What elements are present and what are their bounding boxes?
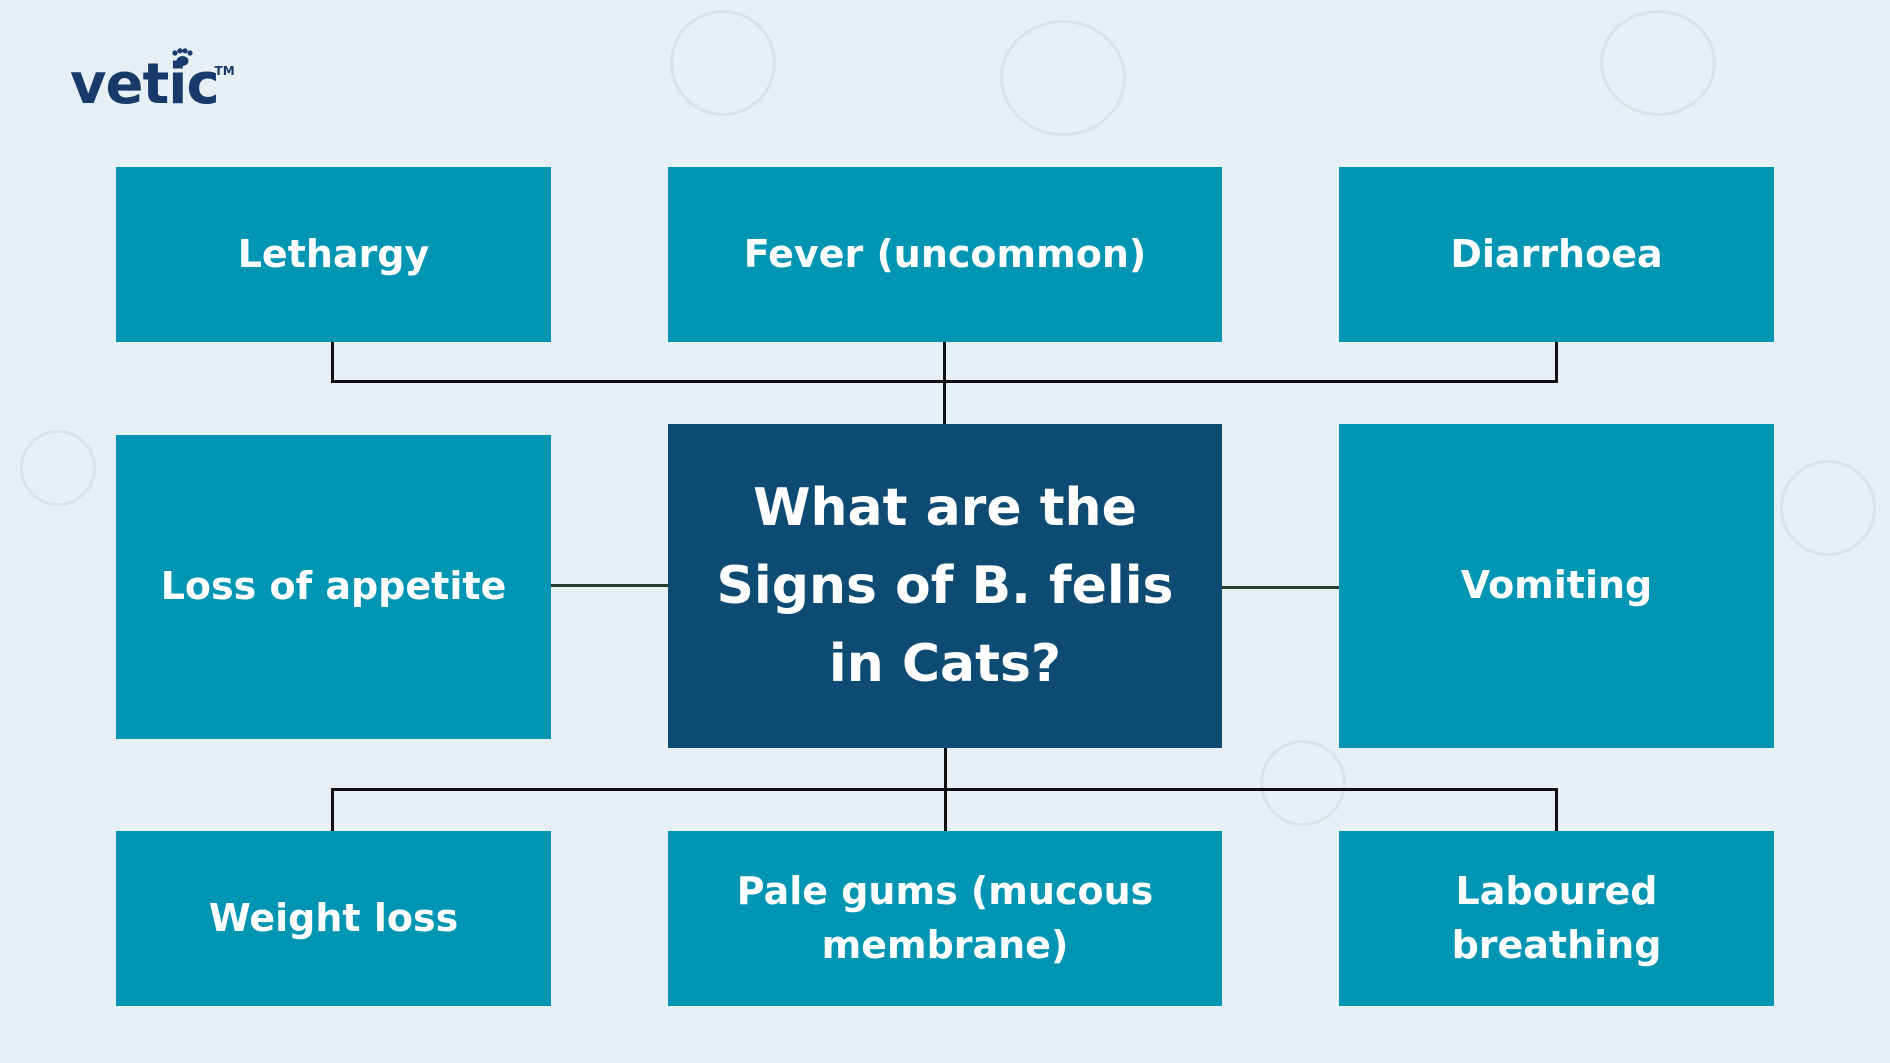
sign-label: Pale gums (mucous membrane) <box>736 869 1154 967</box>
sign-label: Diarrhoea <box>1450 231 1663 276</box>
vetic-logo: vetic TM <box>70 48 235 117</box>
sign-box-weight-loss: Weight loss <box>116 831 551 1006</box>
sign-label: Weight loss <box>208 895 459 940</box>
background-doodle <box>1600 10 1716 116</box>
connector-line <box>551 584 668 587</box>
sign-box-vomiting: Vomiting <box>1339 424 1774 748</box>
connector-line <box>331 788 334 831</box>
connector-line <box>943 342 946 424</box>
sign-label: Vomiting <box>1460 563 1653 608</box>
sign-label: Laboured breathing <box>1451 869 1662 967</box>
sign-box-lethargy: Lethargy <box>116 167 551 342</box>
paw-icon <box>172 48 193 66</box>
sign-box-pale-gums: Pale gums (mucous membrane) <box>668 831 1222 1006</box>
sign-box-fever: Fever (uncommon) <box>668 167 1222 342</box>
trademark: TM <box>214 64 235 78</box>
background-doodle <box>1780 460 1876 556</box>
sign-label: Loss of appetite <box>160 564 507 609</box>
logo-text: vetic <box>70 52 220 117</box>
background-doodle <box>1000 20 1126 136</box>
central-question-box: What are the Signs of B. felis in Cats? <box>668 424 1222 748</box>
connector-line <box>331 342 334 382</box>
connector-line <box>1555 790 1558 831</box>
sign-label: Fever (uncommon) <box>743 231 1147 276</box>
connector-line <box>1222 586 1339 589</box>
background-doodle <box>20 430 96 506</box>
connector-line <box>1555 342 1558 383</box>
sign-box-loss-of-appetite: Loss of appetite <box>116 435 551 739</box>
background-doodle <box>670 10 776 116</box>
sign-label: Lethargy <box>237 231 430 276</box>
sign-box-diarrhoea: Diarrhoea <box>1339 167 1774 342</box>
central-title: What are the Signs of B. felis in Cats? <box>716 478 1174 694</box>
background-doodle <box>1260 740 1346 826</box>
sign-box-laboured-breathing: Laboured breathing <box>1339 831 1774 1006</box>
connector-line <box>331 788 1558 791</box>
